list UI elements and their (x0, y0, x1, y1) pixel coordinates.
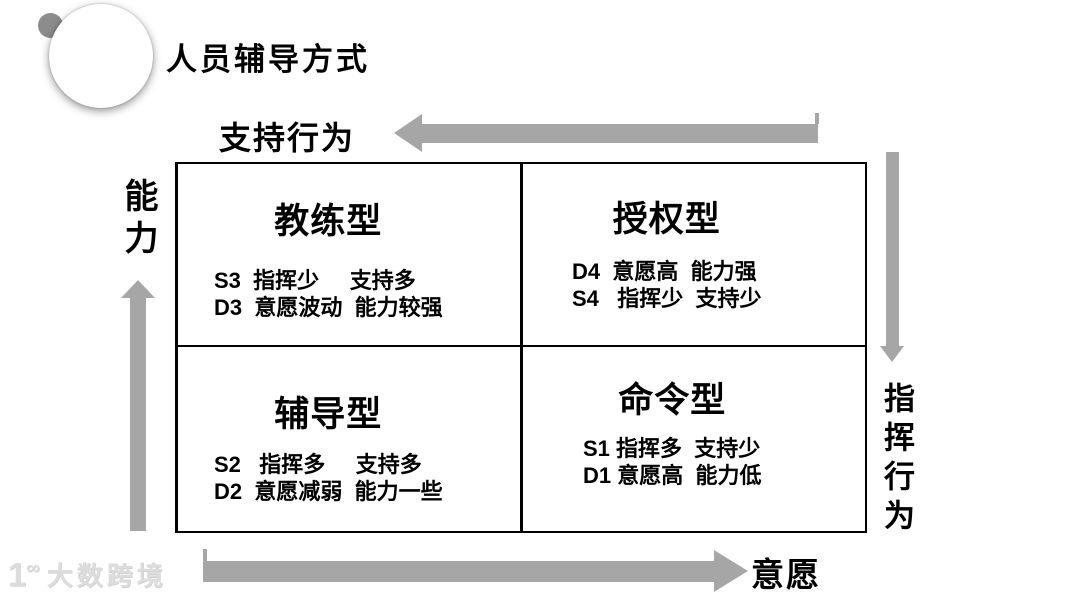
support-behavior-arrowhead-icon (394, 114, 422, 152)
watermark-text: 大数跨境 (46, 561, 167, 591)
support-behavior-arrow-tail-tick (815, 113, 819, 124)
willingness-arrowhead-icon (714, 550, 748, 592)
axis-label-ability: 能力 (119, 178, 157, 262)
quadrant-directing: 命令型 S1 指挥多 支持少 D1 意愿高 能力低 (523, 347, 865, 531)
ability-arrowhead-icon (121, 280, 155, 298)
quadrant-line: S4 指挥少 支持少 (572, 286, 762, 311)
quadrant-line: S2 指挥多 支持多 (214, 452, 422, 477)
ability-arrow-icon (130, 297, 146, 531)
quadrant-line: D2 意愿减弱 能力一些 (214, 479, 443, 504)
quadrant-delegating: 授权型 D4 意愿高 能力强 S4 指挥少 支持少 (523, 164, 865, 347)
directing-behavior-arrow-icon (886, 152, 899, 346)
quadrant-line: S1 指挥多 支持少 (583, 436, 761, 461)
quadrant-title: 授权型 (612, 200, 721, 239)
quadrant-line: D3 意愿波动 能力较强 (214, 295, 443, 320)
quadrant-title: 辅导型 (274, 395, 383, 434)
quadrant-title: 教练型 (274, 202, 383, 241)
willingness-arrow-tail-tick (203, 549, 207, 561)
axis-label-directing-behavior: 指挥行为 (879, 382, 914, 538)
directing-behavior-arrowhead-icon (880, 346, 904, 362)
axis-label-support-behavior: 支持行为 (219, 120, 356, 156)
willingness-arrow-icon (203, 561, 714, 582)
quadrant-line: D1 意愿高 能力低 (583, 463, 762, 488)
quadrant-title: 命令型 (618, 381, 727, 420)
quadrant-supporting: 辅导型 S2 指挥多 支持多 D2 意愿减弱 能力一些 (178, 347, 523, 531)
quadrant-line: D4 意愿高 能力强 (572, 259, 757, 284)
watermark: 1∞ 大数跨境 (8, 556, 167, 593)
quadrant-matrix: 教练型 S3 指挥少 支持多 D3 意愿波动 能力较强 授权型 D4 意愿高 能… (175, 162, 867, 533)
quadrant-line: S3 指挥少 支持多 (214, 268, 416, 293)
page-title: 人员辅导方式 (166, 42, 370, 77)
quadrant-coaching: 教练型 S3 指挥少 支持多 D3 意愿波动 能力较强 (178, 164, 523, 347)
large-white-circle-icon (49, 4, 153, 108)
datacross-logo-icon: 1∞ (8, 556, 40, 593)
axis-label-willingness: 意愿 (751, 556, 821, 593)
support-behavior-arrow-icon (421, 124, 818, 143)
